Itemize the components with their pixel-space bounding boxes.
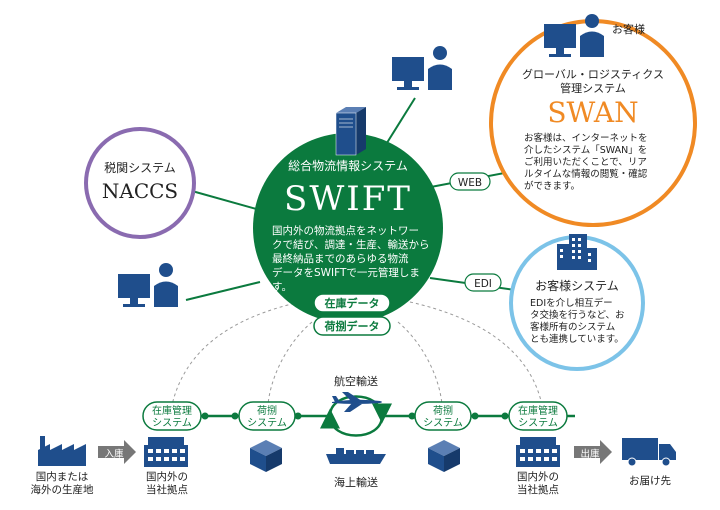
swan-subtitle-2: 管理システム [560, 81, 626, 95]
server-icon [335, 107, 366, 156]
building-icon [557, 234, 597, 270]
inventory-system-left: 在庫管理 システム [142, 401, 202, 431]
swift-system: 総合物流情報システム SWIFT 国内外の物流拠点をネットワー クで結び、調達・… [253, 107, 443, 323]
base-label-left-2: 当社拠点 [146, 483, 188, 496]
user-terminal-icon-left [118, 263, 178, 307]
dashed-data-links [171, 301, 543, 406]
dashed-link-right-inventory [409, 301, 543, 406]
swan-desc-line-1: お客様は、インターネットを [524, 132, 648, 144]
outbound-label: 出庫 [580, 448, 600, 460]
cargo-box-icon-right [428, 440, 460, 472]
swift-desc-line-1: 国内外の物流拠点をネットワー [272, 224, 419, 237]
base-label-right-2: 当社拠点 [517, 483, 559, 496]
swift-desc-line-5: す。 [272, 281, 292, 293]
truck-icon [622, 438, 676, 467]
edi-connector: EDI [464, 273, 502, 292]
ship-icon [326, 448, 386, 464]
customer-system-title: お客様システム [535, 278, 619, 293]
dashed-link-left-cargo [267, 321, 313, 406]
customer-system-desc-1: EDIを介し相互デー [530, 297, 613, 309]
sea-transport-label: 海上輸送 [334, 475, 378, 489]
flow-nodes [201, 412, 509, 420]
swan-system: お客様 グローバル・ロジスティクス 管理システム SWAN お客様は、インターネ… [489, 14, 697, 227]
swift-subtitle: 総合物流情報システム [288, 158, 408, 173]
inventory-system-right: 在庫管理 システム [508, 401, 568, 431]
line-naccs [191, 190, 261, 211]
inventory-system-left-line-1: 在庫管理 [152, 404, 192, 417]
inventory-data-tag: 在庫データ [313, 293, 391, 313]
origin-label-2: 海外の生産地 [31, 483, 94, 496]
naccs-title: NACCS [102, 179, 178, 203]
edi-label: EDI [474, 278, 492, 290]
swift-desc-line-4: データをSWIFTで一元管理しま [272, 266, 420, 279]
swan-desc-line-5: ができます。 [524, 180, 580, 192]
cargo-system-left-line-1: 荷捌 [257, 404, 277, 417]
air-transport-label: 航空輸送 [334, 374, 378, 388]
naccs-system: 税関システム NACCS [84, 127, 196, 239]
cargo-system-left: 荷捌 システム [238, 401, 296, 431]
swift-desc-line-3: 最終納品までのあらゆる物流 [272, 252, 409, 265]
web-connector: WEB [449, 172, 491, 191]
inventory-system-right-line-1: 在庫管理 [518, 404, 558, 417]
base-building-icon-left [144, 437, 188, 467]
cargo-system-left-line-2: システム [247, 417, 287, 429]
swan-desc-line-4: ルタイムな情報の閲覧・確認 [524, 168, 648, 180]
outbound-arrow: 出庫 [574, 440, 612, 464]
customer-system-desc-2: タ交換を行うなど、お [530, 309, 625, 321]
customer-label: お客様 [612, 22, 645, 36]
cargo-data-tag: 荷捌データ [313, 316, 391, 336]
swan-title: SWAN [547, 96, 638, 129]
swift-desc-line-2: クで結び、調達・生産、輸送から [272, 238, 430, 251]
dashed-link-right-cargo [397, 321, 443, 406]
dashed-link-left-inventory [171, 301, 301, 406]
inventory-system-right-line-2: システム [518, 417, 558, 429]
base-label-right-1: 国内外の [517, 470, 559, 483]
cargo-system-right-line-2: システム [423, 417, 463, 429]
naccs-label: 税関システム [104, 161, 176, 175]
base-building-icon-right [516, 437, 560, 467]
inbound-arrow: 入庫 [98, 440, 136, 464]
customer-terminal-icon [544, 14, 604, 57]
customer-system-desc-3: 客様所有のシステム [530, 321, 615, 333]
inventory-system-left-line-2: システム [152, 417, 192, 429]
user-terminal-icon [392, 46, 452, 90]
cargo-box-icon-left [250, 440, 282, 472]
customer-system-desc-4: とも連携しています。 [530, 333, 624, 345]
base-label-left-1: 国内外の [146, 470, 188, 483]
inventory-data-label: 在庫データ [325, 296, 380, 310]
transport-loop [320, 395, 392, 437]
swan-subtitle-1: グローバル・ロジスティクス [522, 67, 664, 81]
destination-label: お届け先 [629, 475, 671, 487]
swan-desc-line-3: ご利用いただくことで、リア [524, 156, 647, 168]
swan-desc-line-2: 介したシステム「SWAN」を [524, 145, 647, 156]
cargo-system-right-line-1: 荷捌 [433, 404, 453, 417]
customer-system: お客様システム EDIを介し相互デー タ交換を行うなど、お 客様所有のシステム … [509, 234, 645, 371]
factory-icon [38, 436, 86, 466]
airplane-icon [332, 392, 382, 412]
origin-label-1: 国内または [36, 470, 89, 483]
cargo-data-label: 荷捌データ [324, 319, 380, 333]
inbound-label: 入庫 [104, 448, 124, 460]
swift-title: SWIFT [284, 179, 412, 219]
cargo-system-right: 荷捌 システム [414, 401, 472, 431]
web-label: WEB [458, 177, 482, 189]
line-left-user [185, 281, 261, 301]
